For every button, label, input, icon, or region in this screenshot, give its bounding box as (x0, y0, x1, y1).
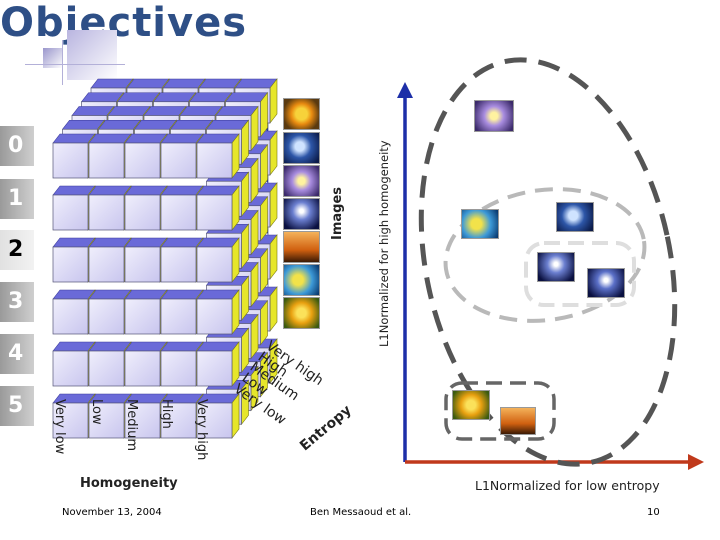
cube-cell (196, 237, 240, 283)
y-axis-arrow (397, 82, 413, 98)
cube-cell (196, 185, 240, 231)
row-number-0: 0 (0, 126, 34, 166)
homogeneity-level-low: Low (89, 399, 104, 425)
sunset-image-icon (500, 407, 536, 435)
cube-cell (196, 393, 240, 439)
cluster-bottom (444, 381, 556, 441)
homogeneity-level-very-low: Very low (52, 399, 67, 455)
footer-page-number: 10 (647, 507, 660, 518)
sunset-image-icon (283, 231, 320, 263)
flower-image-icon (283, 297, 320, 329)
lightning-image-icon (587, 268, 625, 298)
cluster-inner (524, 241, 636, 307)
slide-title: Objectives (0, 0, 248, 46)
x-axis-label: L1Normalized for low entropy (475, 478, 660, 493)
cluster-middle (443, 187, 647, 323)
cube-cell (88, 133, 132, 179)
row-number-3: 3 (0, 282, 34, 322)
cube-cell (196, 133, 240, 179)
homogeneity-level-high: High (159, 399, 174, 429)
row-number-5: 5 (0, 386, 34, 426)
cube-cell (196, 289, 240, 335)
homogeneity-axis-label: Homogeneity (80, 476, 178, 491)
deco-square-small (43, 48, 63, 68)
flower-image-icon (283, 165, 320, 197)
footer-author: Ben Messaoud et al. (310, 507, 412, 518)
deco-line-v (62, 40, 63, 85)
images-axis-label: Images (330, 186, 345, 240)
homogeneity-level-medium: Medium (124, 399, 139, 451)
bird-image-icon (283, 132, 320, 164)
y-axis-label: L1Normalized for high homogeneity (377, 140, 391, 347)
cube-cell (160, 393, 204, 439)
lightning-image-icon (537, 252, 575, 282)
bird-image-icon (556, 202, 594, 232)
lightning-image-icon (283, 198, 320, 230)
cube-grid-front (52, 133, 240, 439)
homogeneity-level-very-high: Very high (194, 399, 209, 461)
deco-line-h (25, 64, 125, 65)
footer-date: November 13, 2004 (62, 507, 162, 518)
flower-image-icon (474, 100, 514, 132)
row-number-4: 4 (0, 334, 34, 374)
fish-image-icon (283, 264, 320, 296)
cube-cell (196, 341, 240, 387)
row-number-1: 1 (0, 179, 34, 219)
flower-image-icon (452, 390, 490, 420)
x-axis-arrow (688, 454, 704, 470)
deco-square-large (67, 30, 117, 80)
fish-image-icon (461, 209, 499, 239)
cube-cell (124, 341, 168, 387)
flower-image-icon (283, 98, 320, 130)
row-number-2: 2 (0, 230, 34, 270)
cluster-outer (418, 57, 678, 467)
